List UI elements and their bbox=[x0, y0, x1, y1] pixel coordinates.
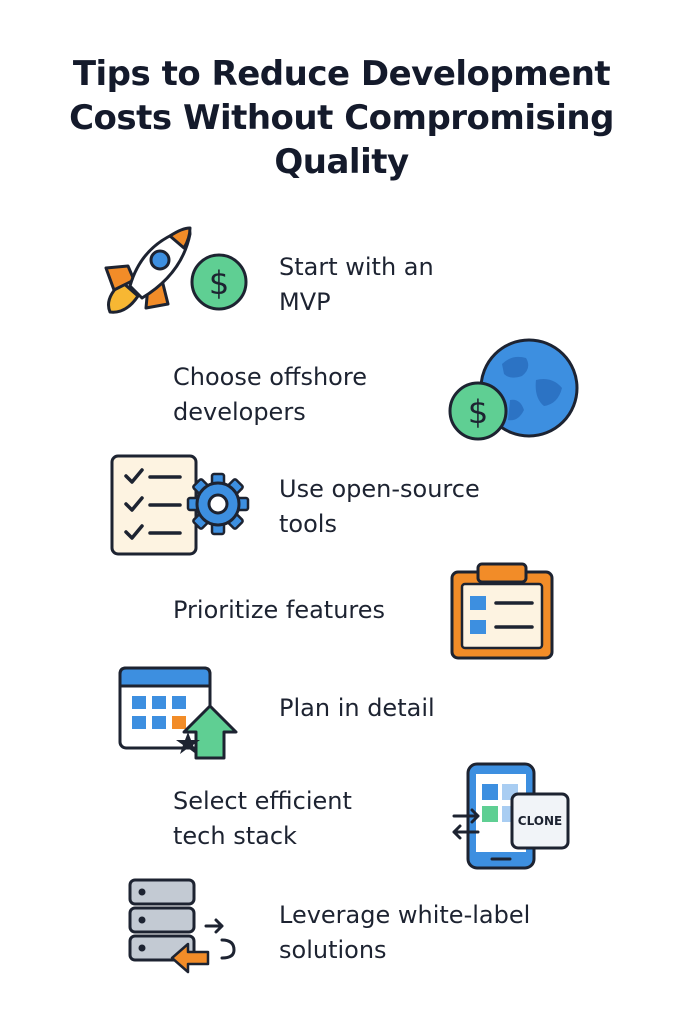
tip-open-source-line-2: tools bbox=[279, 510, 337, 538]
page-title: Tips to Reduce Development Costs Without… bbox=[0, 52, 683, 184]
tip-prioritize-line-1: Prioritize features bbox=[173, 596, 386, 624]
tip-tech-stack-line-2: tech stack bbox=[173, 822, 297, 850]
tip-open-source: Use open-source tools bbox=[279, 472, 480, 542]
title-line-1: Tips to Reduce Development bbox=[72, 54, 611, 94]
tip-plan-line-1: Plan in detail bbox=[279, 694, 435, 722]
tip-white-label: Leverage white-label solutions bbox=[279, 898, 530, 968]
dollar-sign: $ bbox=[468, 393, 488, 431]
tip-plan: Plan in detail bbox=[279, 691, 435, 726]
tip-offshore-line-2: developers bbox=[173, 398, 306, 426]
calendar-arrow-icon bbox=[116, 662, 240, 762]
tip-tech-stack: Select efficient tech stack bbox=[173, 784, 352, 854]
title-line-3: Quality bbox=[274, 142, 409, 182]
tip-mvp-line-1: Start with an bbox=[279, 253, 434, 281]
checklist-gear-icon bbox=[108, 452, 253, 558]
tip-offshore: Choose offshore developers bbox=[173, 360, 367, 430]
globe-dollar-icon: $ bbox=[440, 336, 585, 446]
server-arrow-icon bbox=[126, 876, 242, 974]
clipboard-list-icon bbox=[448, 560, 558, 662]
title-line-2: Costs Without Compromising bbox=[69, 98, 614, 138]
rocket-dollar-icon: $ bbox=[100, 224, 260, 320]
clone-label: CLONE bbox=[518, 814, 562, 828]
tip-white-label-line-1: Leverage white-label bbox=[279, 901, 531, 929]
tip-white-label-line-2: solutions bbox=[279, 936, 387, 964]
tip-mvp: Start with an MVP bbox=[279, 250, 434, 320]
dollar-sign: $ bbox=[209, 264, 229, 302]
tip-open-source-line-1: Use open-source bbox=[279, 475, 480, 503]
tip-offshore-line-1: Choose offshore bbox=[173, 363, 367, 391]
tip-tech-stack-line-1: Select efficient bbox=[173, 787, 352, 815]
tip-mvp-line-2: MVP bbox=[279, 288, 331, 316]
tip-prioritize: Prioritize features bbox=[173, 593, 385, 628]
phone-clone-icon: CLONE bbox=[448, 760, 574, 872]
